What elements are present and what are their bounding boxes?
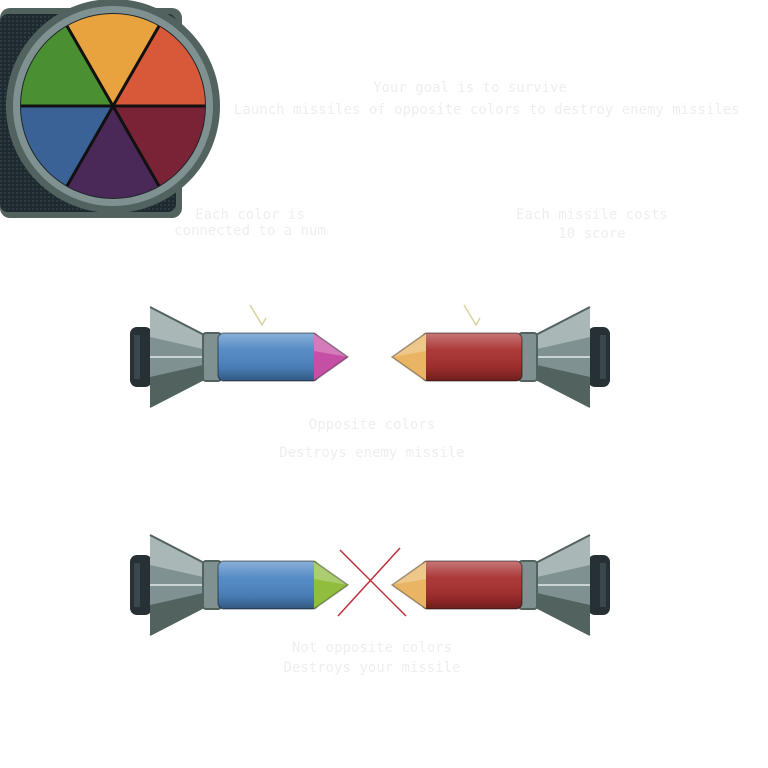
color-wheel [20, 13, 205, 199]
player-missile-not-opposite [130, 534, 350, 636]
missile-end-cap [588, 327, 610, 387]
wheel-hint-text: Each color is [195, 207, 305, 223]
not-opposite-colors-label: Not opposite colors [291, 640, 453, 656]
missile-cost-text: Each missile costs [516, 207, 668, 223]
player-missile-opposite [130, 306, 350, 408]
color-wheel-panel [0, 0, 220, 218]
missile-end-cap [130, 327, 152, 387]
aim-marker-enemy [463, 304, 481, 327]
wheel-segment-crimson [113, 106, 205, 186]
wheel-segment-red [113, 26, 205, 106]
missile-tip [314, 333, 348, 381]
missile-tip [314, 561, 348, 609]
wheel-segment-purple [67, 106, 159, 199]
enemy-missile-not-opposite [390, 534, 610, 636]
aim-marker-player [249, 304, 267, 327]
goal-text: Your goal is to survive [373, 80, 567, 96]
not-opposite-colors-result: Destroys your missile [283, 660, 461, 676]
missile-end-cap [130, 555, 152, 615]
wheel-segment-green [20, 26, 113, 106]
wheel-dividers [21, 25, 205, 187]
missile-tip [392, 561, 426, 609]
wheel-segment-blue [21, 106, 113, 186]
opposite-colors-label: Opposite colors [308, 417, 436, 433]
missile-end-cap [588, 555, 610, 615]
wheel-hint-text-2: connected to a num [174, 223, 326, 239]
goal-instruction-text: Launch missiles of opposite colors to de… [234, 102, 740, 118]
missile-cost-value: 10 score [558, 226, 626, 242]
enemy-missile-opposite [390, 306, 610, 408]
opposite-colors-result: Destroys enemy missile [279, 445, 465, 461]
missile-tip [392, 333, 426, 381]
collision-cross-icon [337, 547, 407, 617]
wheel-segment-orange [67, 13, 159, 106]
